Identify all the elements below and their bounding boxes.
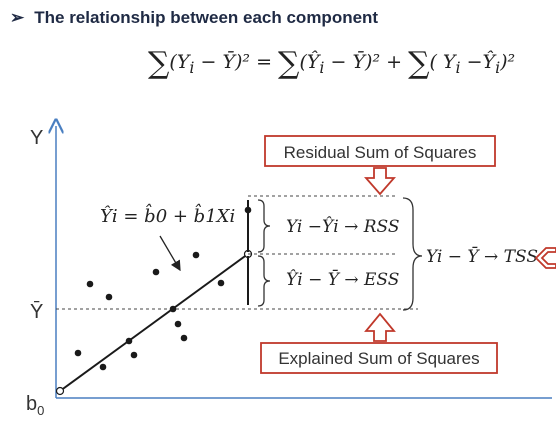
rss-brace xyxy=(257,199,271,253)
ybar-label: Ȳ xyxy=(30,300,43,323)
equation-pointer xyxy=(159,235,181,272)
formula-rhs-rest: −Ŷ xyxy=(460,51,496,73)
ess-box xyxy=(260,342,498,374)
intercept-point xyxy=(55,386,65,396)
y-axis-label: Y xyxy=(30,127,43,149)
rss-expression: Yi −Ŷi → RSS xyxy=(286,216,400,237)
bullet-arrow-icon: ➢ xyxy=(10,8,25,27)
rss-down-arrow-icon xyxy=(364,167,396,196)
regression-equation: Ŷi = b̂0 + b̂1Xi xyxy=(100,202,235,227)
formula-lhs-sub: i xyxy=(189,57,195,77)
data-point xyxy=(130,351,138,359)
sum-of-squares-formula: ∑(Yi − Ȳ)² = ∑(Ŷi − Ȳ)² + ∑( Yi −Ŷi)² xyxy=(148,46,515,81)
heading: ➢ The relationship between each component xyxy=(10,8,378,28)
formula-rhs-end: )² xyxy=(500,51,516,73)
sigma-symbol: ∑ xyxy=(408,46,430,81)
data-point xyxy=(180,334,188,342)
sigma-symbol: ∑ xyxy=(148,46,170,81)
rss-box xyxy=(264,135,496,167)
formula-mid: (Ŷ xyxy=(299,51,320,73)
data-point xyxy=(105,293,113,301)
regression-equation-text: Ŷi = b̂0 + b̂1Xi xyxy=(100,202,235,227)
b0-label: b0 xyxy=(26,393,44,418)
data-point xyxy=(174,320,182,328)
ess-up-arrow-icon xyxy=(364,312,396,342)
formula-rhs-sub: i xyxy=(455,57,461,77)
data-point xyxy=(217,279,225,287)
heading-text: The relationship between each component xyxy=(34,8,379,27)
regression-line xyxy=(59,253,249,392)
data-point xyxy=(86,280,94,288)
b0-main: b xyxy=(26,393,37,415)
formula-lhs: (Y xyxy=(169,51,190,73)
formula-rhs-sub2: i xyxy=(495,57,501,77)
data-point xyxy=(192,251,200,259)
data-point xyxy=(169,305,177,313)
tss-arrow-icon xyxy=(534,247,556,269)
data-point xyxy=(152,268,160,276)
formula-mid-sub: i xyxy=(319,57,325,77)
tss-expression: Yi − Ȳ → TSS xyxy=(426,246,538,267)
data-point xyxy=(74,349,82,357)
ess-box-label: Explained Sum of Squares xyxy=(278,349,479,368)
scatter-points xyxy=(74,206,252,371)
formula-lhs-rest: − Ȳ)² = xyxy=(194,51,279,73)
rss-box-label: Residual Sum of Squares xyxy=(284,143,477,162)
tss-brace xyxy=(402,197,423,311)
formula-rhs: ( Y xyxy=(429,51,456,73)
data-point xyxy=(99,363,107,371)
ess-expression: Ŷi − Ȳ → ESS xyxy=(286,269,399,290)
sigma-symbol: ∑ xyxy=(278,46,300,81)
ess-brace xyxy=(257,255,271,307)
formula-mid-rest: − Ȳ)² + xyxy=(324,51,409,73)
b0-sub: 0 xyxy=(37,403,44,418)
data-point xyxy=(125,337,133,345)
